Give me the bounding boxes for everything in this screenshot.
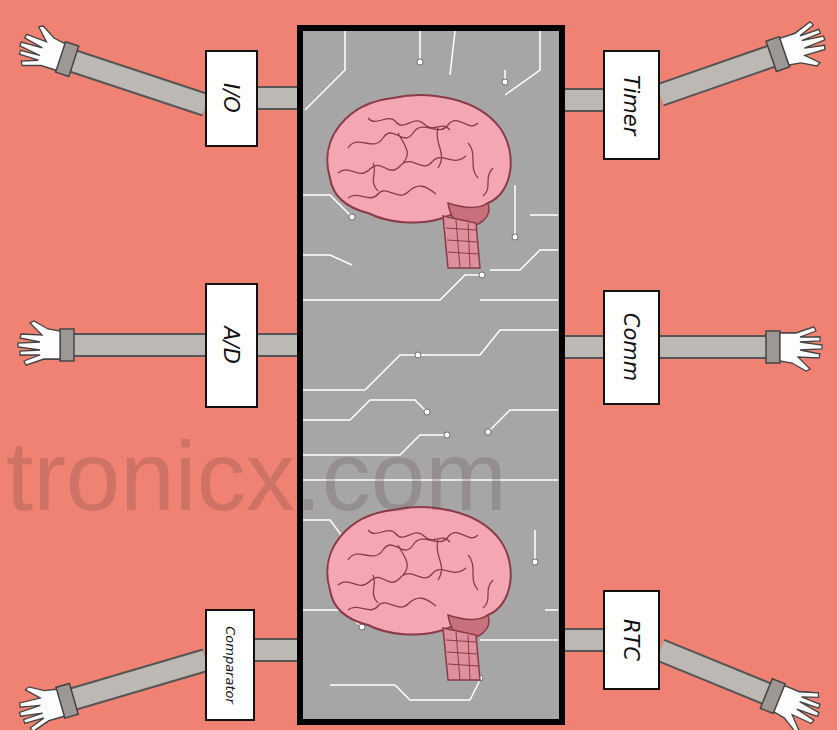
block-label: RTC: [619, 619, 643, 661]
watermark: tronicx.com: [6, 420, 507, 533]
chip-body: [300, 28, 562, 722]
ad-box: A/D: [205, 283, 258, 408]
comm-box: Comm: [603, 290, 660, 405]
block-label: Comparator: [223, 626, 238, 704]
block-label: Timer: [619, 75, 643, 136]
rtc-box: RTC: [603, 590, 660, 690]
timer-box: Timer: [603, 50, 660, 160]
block-label: Comm: [619, 313, 643, 381]
comparator-box: Comparator: [205, 609, 255, 721]
circuit-traces: [303, 31, 558, 700]
block-label: I/O: [219, 83, 243, 113]
io-box: I/O: [205, 50, 258, 147]
robot-arms: [13, 19, 832, 730]
block-label: A/D: [219, 326, 243, 364]
